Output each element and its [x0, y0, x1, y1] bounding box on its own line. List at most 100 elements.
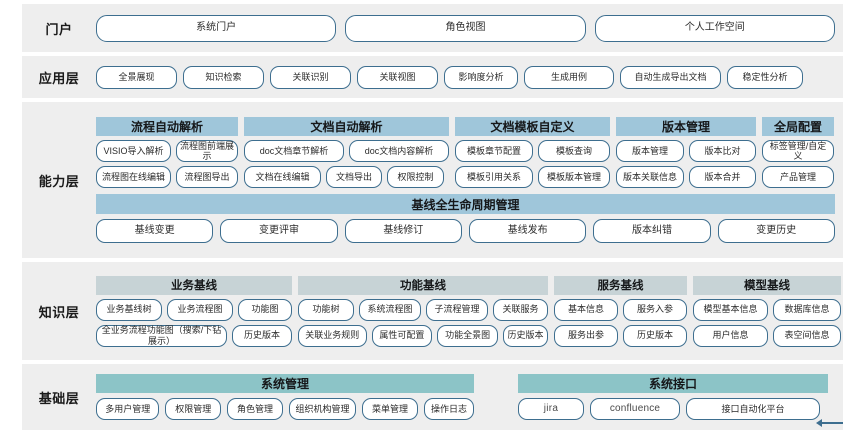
kn-item-tablespace-info[interactable]: 表空间信息	[773, 324, 841, 347]
group-title-business-baseline: 业务基线	[96, 275, 292, 295]
kn-item-function-chart[interactable]: 功能图	[238, 298, 292, 321]
base-columns: 系统管理 多用户管理 权限管理 角色管理 组织机构管理 菜单管理 操作日志 系统…	[96, 374, 835, 420]
base-column-gap	[474, 374, 518, 420]
group-row-1: 模板章节配置 模板查询	[455, 140, 610, 162]
base-item-jira[interactable]: jira	[518, 398, 584, 420]
cap-item-doc-content-parse[interactable]: doc文档内容解析	[349, 140, 449, 162]
cap-item-product-manage[interactable]: 产品管理	[762, 166, 834, 188]
confluence-label: confluence	[609, 403, 661, 415]
cap-item-flow-export[interactable]: 流程图导出	[176, 166, 238, 188]
group-title-function-baseline: 功能基线	[298, 275, 548, 295]
app-item-impact-analysis[interactable]: 影响度分析	[444, 65, 518, 89]
capability-lifecycle-block: 基线全生命周期管理 基线变更 变更评审 基线修订 基线发布 版本纠错 变更历史	[96, 194, 835, 243]
kn-item-database-info[interactable]: 数据库信息	[773, 298, 841, 321]
kn-item-service-input[interactable]: 服务入参	[623, 298, 687, 321]
layer-body-knowledge: 业务基线 业务基线树 业务流程图 功能图 全业务流程功能图（搜索/下钻展示） 历…	[96, 275, 849, 347]
group-row-1: VISIO导入解析 流程图前端展示	[96, 140, 238, 162]
lifecycle-item-baseline-revise[interactable]: 基线修订	[344, 219, 462, 243]
kn-item-service-output[interactable]: 服务出参	[554, 324, 618, 347]
cap-item-flow-online-edit[interactable]: 流程图在线编辑	[96, 166, 171, 188]
cap-item-version-compare[interactable]: 版本比对	[689, 140, 756, 162]
group-row-2: 模板引用关系 模板版本管理	[455, 166, 610, 188]
group-row-1: 版本管理 版本比对	[616, 140, 756, 162]
cap-item-version-manage[interactable]: 版本管理	[616, 140, 684, 162]
cap-item-template-chapter-config[interactable]: 模板章节配置	[455, 140, 533, 162]
group-row-2: 版本关联信息 版本合并	[616, 166, 756, 188]
portal-button-row: 系统门户 角色视图 个人工作空间	[96, 14, 835, 42]
cap-item-template-query[interactable]: 模板查询	[538, 140, 610, 162]
portal-item-personal-workspace[interactable]: 个人工作空间	[594, 14, 835, 42]
cap-item-permission-control[interactable]: 权限控制	[387, 166, 444, 188]
cap-item-flow-frontend[interactable]: 流程图前端展示	[176, 140, 238, 162]
jira-label: jira	[543, 403, 559, 415]
kn-item-related-service[interactable]: 关联服务	[493, 298, 548, 321]
group-title-doc-parse: 文档自动解析	[244, 117, 449, 136]
kn-item-system-flow-chart[interactable]: 系统流程图	[359, 298, 421, 321]
flow-arrow-icon	[816, 419, 843, 427]
knowledge-group-row: 业务基线 业务基线树 业务流程图 功能图 全业务流程功能图（搜索/下钻展示） 历…	[96, 275, 841, 347]
group-row-2: 产品管理	[762, 166, 834, 188]
cap-item-visio-import[interactable]: VISIO导入解析	[96, 140, 171, 162]
lifecycle-item-baseline-change[interactable]: 基线变更	[96, 219, 214, 243]
kn-item-subprocess-manage[interactable]: 子流程管理	[426, 298, 488, 321]
kn-item-full-business-flow[interactable]: 全业务流程功能图（搜索/下钻展示）	[96, 324, 227, 347]
group-title-version: 版本管理	[616, 117, 756, 136]
base-item-multi-user-manage[interactable]: 多用户管理	[96, 398, 160, 420]
kn-item-business-flow-chart[interactable]: 业务流程图	[167, 298, 233, 321]
app-item-auto-export-doc[interactable]: 自动生成导出文档	[620, 65, 721, 89]
lifecycle-item-baseline-release[interactable]: 基线发布	[468, 219, 587, 243]
system-management-row: 多用户管理 权限管理 角色管理 组织机构管理 菜单管理 操作日志	[96, 398, 474, 420]
base-item-role-manage[interactable]: 角色管理	[227, 398, 283, 420]
app-item-overview[interactable]: 全景展现	[96, 65, 177, 89]
app-item-relation-view[interactable]: 关联视图	[357, 65, 438, 89]
layer-label-portal: 门户	[45, 21, 73, 37]
lifecycle-title: 基线全生命周期管理	[96, 194, 835, 214]
cap-item-version-relation[interactable]: 版本关联信息	[616, 166, 684, 188]
group-row-2: 流程图在线编辑 流程图导出	[96, 166, 238, 188]
lifecycle-item-change-history[interactable]: 变更历史	[717, 219, 835, 243]
kn-item-history-version-1[interactable]: 历史版本	[232, 324, 292, 347]
lifecycle-item-version-correction[interactable]: 版本纠错	[593, 219, 711, 243]
knowledge-group-model-baseline: 模型基线 模型基本信息 数据库信息 用户信息 表空间信息	[693, 275, 841, 347]
group-row-2: 服务出参 历史版本	[554, 324, 687, 347]
group-title-process-parse: 流程自动解析	[96, 117, 238, 136]
base-item-confluence[interactable]: confluence	[590, 398, 680, 420]
kn-item-business-baseline-tree[interactable]: 业务基线树	[96, 298, 162, 321]
kn-item-service-basic-info[interactable]: 基本信息	[554, 298, 618, 321]
cap-item-template-reference[interactable]: 模板引用关系	[455, 166, 533, 188]
app-item-generate-case[interactable]: 生成用例	[524, 65, 614, 89]
kn-item-related-business-rule[interactable]: 关联业务规则	[298, 324, 367, 347]
kn-item-function-overview[interactable]: 功能全景图	[437, 324, 498, 347]
portal-item-system[interactable]: 系统门户	[96, 14, 337, 42]
cap-item-version-merge[interactable]: 版本合并	[689, 166, 756, 188]
app-item-relation-recognition[interactable]: 关联识别	[270, 65, 351, 89]
cap-item-doc-chapter-parse[interactable]: doc文档章节解析	[244, 140, 344, 162]
cap-item-template-version[interactable]: 模板版本管理	[538, 166, 610, 188]
kn-item-function-tree[interactable]: 功能树	[298, 298, 354, 321]
base-item-org-manage[interactable]: 组织机构管理	[288, 398, 357, 420]
group-row-1: doc文档章节解析 doc文档内容解析	[244, 140, 449, 162]
kn-item-history-version-2[interactable]: 历史版本	[502, 324, 549, 347]
base-item-permission-manage[interactable]: 权限管理	[165, 398, 222, 420]
portal-item-role-view[interactable]: 角色视图	[345, 14, 586, 42]
base-item-operation-log[interactable]: 操作日志	[423, 398, 474, 420]
base-item-menu-manage[interactable]: 菜单管理	[362, 398, 418, 420]
app-item-knowledge-search[interactable]: 知识检索	[183, 65, 264, 89]
cap-item-tag-manage[interactable]: 标签管理/自定义	[762, 140, 834, 162]
base-item-interface-automation[interactable]: 接口自动化平台	[686, 398, 820, 420]
kn-item-history-version-3[interactable]: 历史版本	[623, 324, 687, 347]
base-group-system-interface: 系统接口 jira confluence 接口自动化平台	[518, 374, 828, 420]
group-row-2: 用户信息 表空间信息	[693, 324, 841, 347]
group-row-2: 关联业务规则 属性可配置 功能全景图 历史版本	[298, 324, 549, 347]
kn-item-model-basic-info[interactable]: 模型基本信息	[693, 298, 768, 321]
layer-label-application: 应用层	[38, 70, 80, 86]
cap-item-doc-online-edit[interactable]: 文档在线编辑	[244, 166, 321, 188]
base-group-system-management: 系统管理 多用户管理 权限管理 角色管理 组织机构管理 菜单管理 操作日志	[96, 374, 474, 420]
app-item-stability-analysis[interactable]: 稳定性分析	[727, 65, 803, 89]
kn-item-attribute-configurable[interactable]: 属性可配置	[371, 324, 433, 347]
lifecycle-button-row: 基线变更 变更评审 基线修订 基线发布 版本纠错 变更历史	[96, 219, 835, 243]
lifecycle-item-change-review[interactable]: 变更评审	[220, 219, 338, 243]
cap-item-doc-export[interactable]: 文档导出	[326, 166, 382, 188]
kn-item-user-info[interactable]: 用户信息	[693, 324, 768, 347]
layer-body-capability: 流程自动解析 VISIO导入解析 流程图前端展示 流程图在线编辑 流程图导出 文…	[96, 117, 843, 243]
